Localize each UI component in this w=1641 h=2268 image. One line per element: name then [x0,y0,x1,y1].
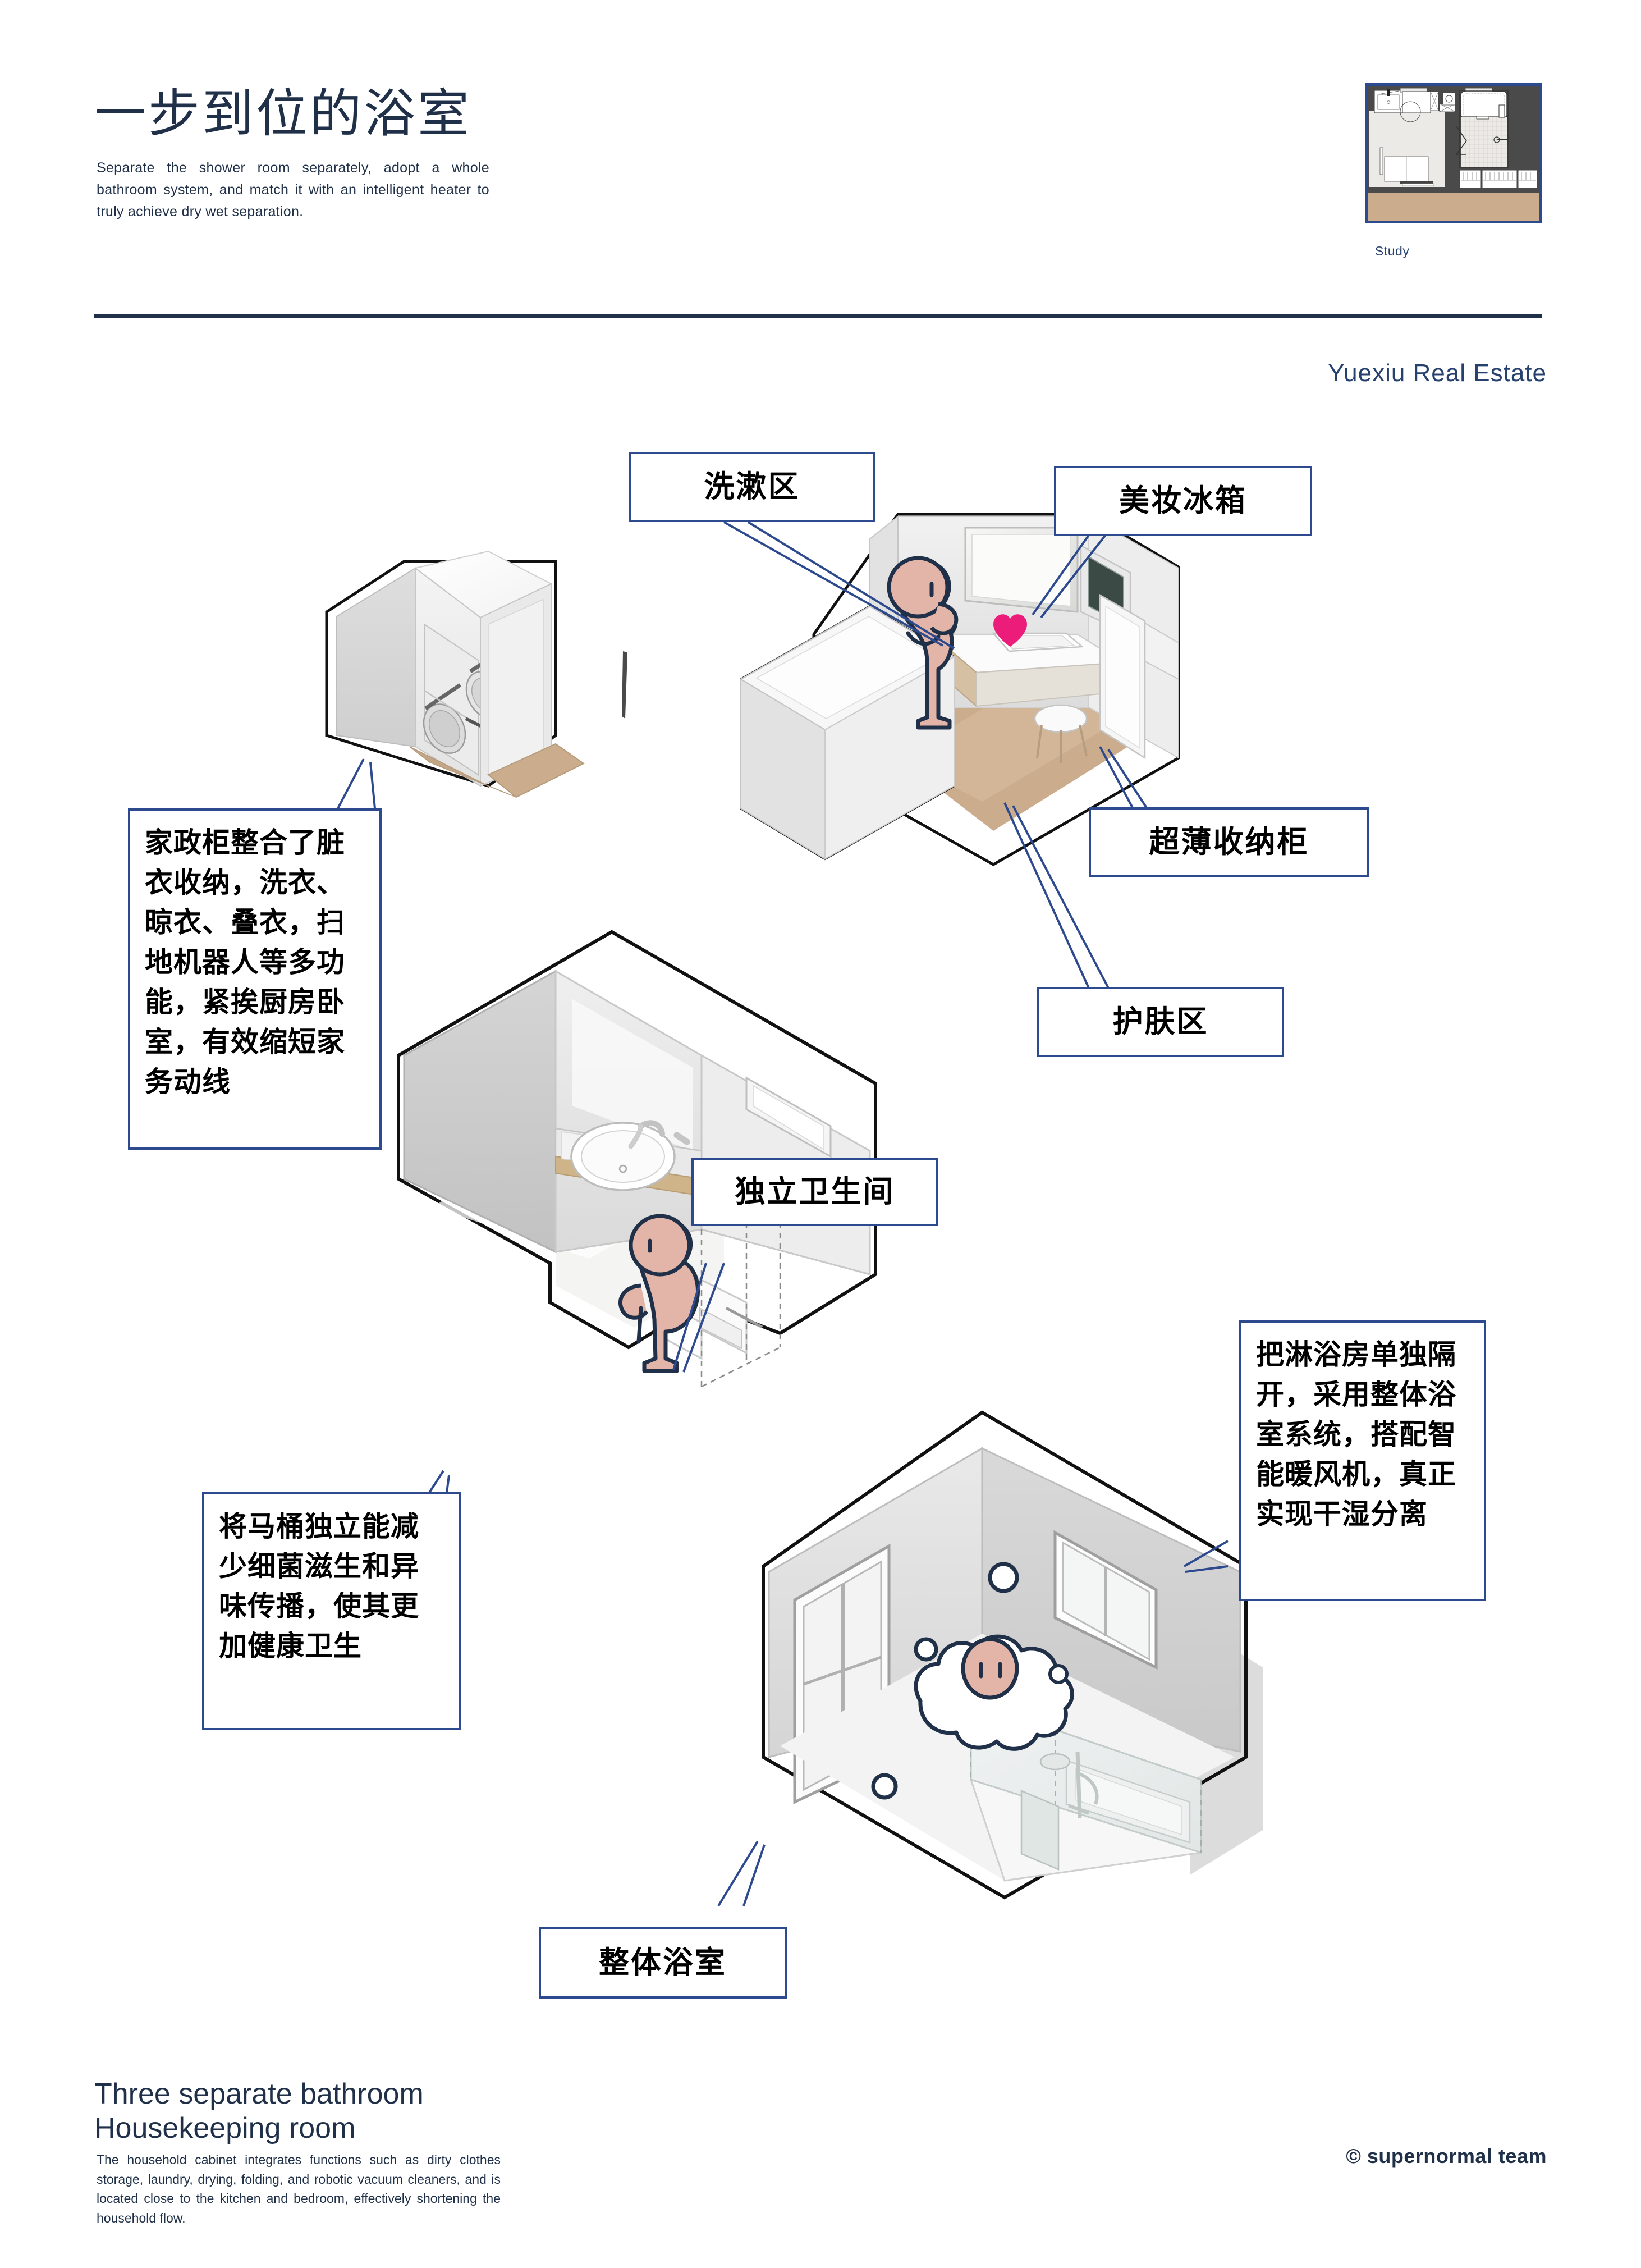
floorplan-thumbnail [1365,83,1542,223]
page-title: 一步到位的浴室 [94,85,472,143]
callout-wash-area-label: 洗漱区 [704,469,800,505]
floorplan-drawing [1367,85,1541,222]
callout-slim-cabinet-label: 超薄收纳柜 [1149,824,1309,860]
callout-beauty-fridge-label: 美妆冰箱 [1119,483,1247,519]
brand-name: Yuexiu Real Estate [1328,359,1547,387]
callout-whole-bathroom[interactable]: 整体浴室 [539,1927,787,1999]
credit-label: © supernormal team [1346,2144,1547,2168]
callout-toilet-hygiene[interactable]: 将马桶独立能减少细菌滋生和异味传播，使其更加健康卫生 [202,1492,461,1730]
heart-icon [993,614,1027,647]
callout-shower-separation[interactable]: 把淋浴房单独隔开，采用整体浴室系统，搭配智能暖风机，真正实现干湿分离 [1239,1320,1486,1601]
callout-housekeeping-cabinet[interactable]: 家政柜整合了脏衣收纳，洗衣、晾衣、叠衣，扫地机器人等多功能，紧挨厨房卧室，有效缩… [128,808,382,1150]
callout-skincare-area-label: 护肤区 [1112,1004,1209,1040]
footer-title-line2: Housekeeping room [94,2112,356,2145]
header-divider [94,314,1542,318]
callout-housekeeping-cabinet-text: 家政柜整合了脏衣收纳，洗衣、晾衣、叠衣，扫地机器人等多功能，紧挨厨房卧室，有效缩… [145,826,345,1098]
callout-slim-cabinet[interactable]: 超薄收纳柜 [1089,807,1369,877]
callout-wash-area[interactable]: 洗漱区 [629,452,875,522]
footer-title-line1: Three separate bathroom [94,2078,424,2110]
callout-toilet-hygiene-text: 将马桶独立能减少细菌滋生和异味传播，使其更加健康卫生 [219,1510,419,1662]
callout-skincare-area[interactable]: 护肤区 [1037,987,1284,1057]
callout-independent-toilet-label: 独立卫生间 [735,1173,895,1209]
callout-beauty-fridge[interactable]: 美妆冰箱 [1054,466,1312,536]
bubble-icon [871,1773,898,1800]
bubble-cloud [914,1634,1075,1751]
bubble-icon [914,1637,938,1662]
page-subtitle: Separate the shower room separately, ado… [97,160,489,220]
scene-housekeeping-cabinet [320,550,668,831]
footer-body: The household cabinet integrates functio… [97,2152,501,2225]
callout-independent-toilet[interactable]: 独立卫生间 [691,1158,938,1226]
scene-toilet-room [387,915,920,1510]
scene-whole-bathroom [741,1387,1336,1982]
footer-title: Three separate bathroom Housekeeping roo… [94,2077,768,2146]
bubble-icon [1048,1664,1069,1684]
floorplan-label: Study [1375,244,1410,258]
bubble-icon [988,1562,1019,1593]
floorplan-frame [1365,83,1542,223]
callout-whole-bathroom-label: 整体浴室 [599,1944,727,1980]
callout-shower-separation-text: 把淋浴房单独隔开，采用整体浴室系统，搭配智能暖风机，真正实现干湿分离 [1256,1338,1456,1530]
